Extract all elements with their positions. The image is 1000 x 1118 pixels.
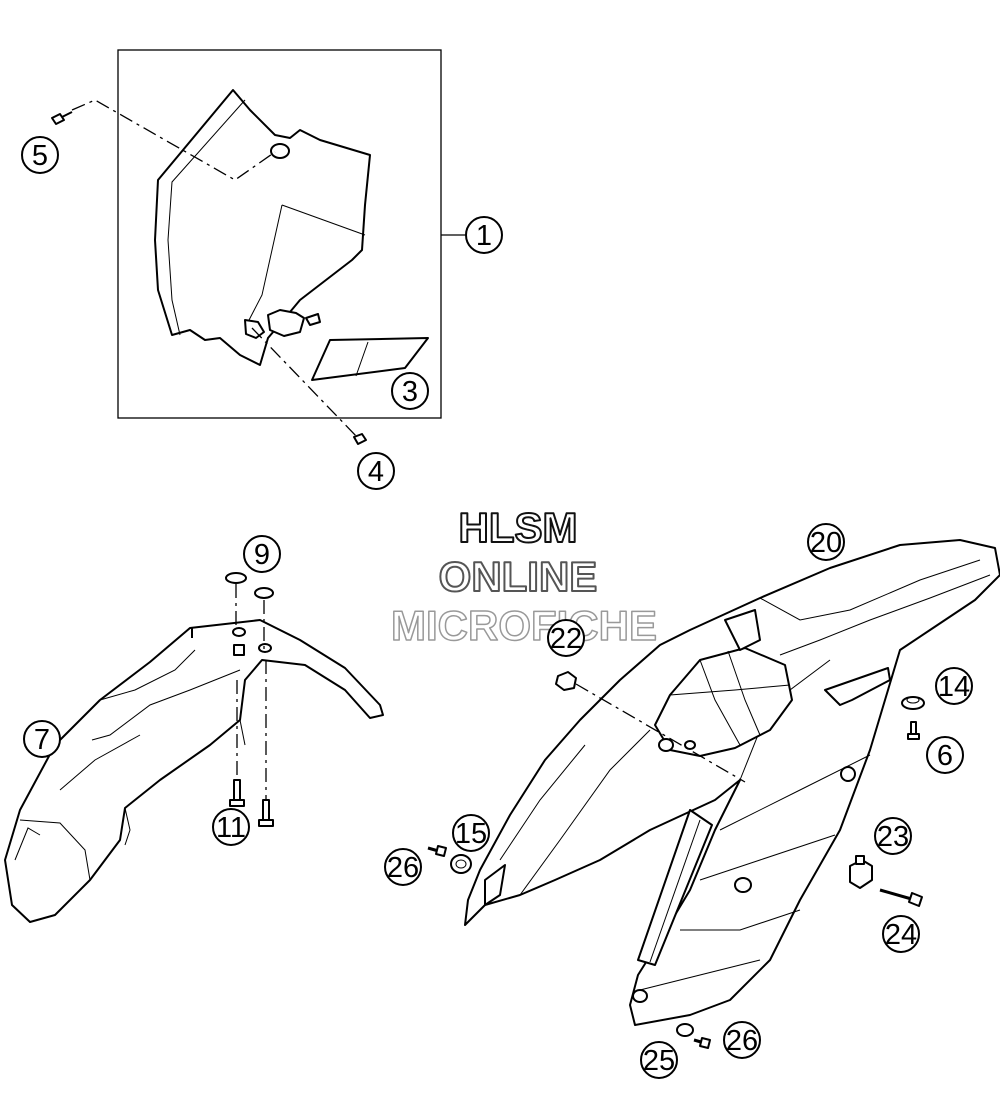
callouts: 1 3 4 5 6 7 9 11 14 15 20 22 23 24 25 26… [21, 136, 973, 1079]
screw-26a [427, 845, 447, 857]
callout-24: 24 [882, 915, 920, 953]
nut-23 [849, 855, 873, 889]
svg-text:26: 26 [387, 852, 419, 884]
watermark-line3: MICROFICHE [391, 602, 657, 649]
bolts-11 [229, 779, 274, 827]
screw-5 [51, 111, 73, 125]
screw-26b [693, 1037, 711, 1049]
svg-text:14: 14 [938, 671, 970, 703]
screw-4 [353, 433, 367, 445]
callout-6: 6 [926, 736, 964, 774]
leader-5 [71, 99, 276, 181]
screw-24 [879, 888, 923, 907]
svg-text:7: 7 [34, 724, 50, 756]
svg-text:6: 6 [937, 740, 953, 772]
callout-4: 4 [357, 452, 395, 490]
svg-text:22: 22 [550, 623, 582, 655]
washer-9b [254, 587, 274, 599]
grommet-15 [450, 854, 472, 874]
callout-9: 9 [243, 535, 281, 573]
washer-25 [676, 1023, 694, 1037]
svg-text:11: 11 [216, 812, 246, 844]
assembly-box [117, 49, 442, 419]
svg-text:20: 20 [810, 527, 842, 559]
svg-text:24: 24 [885, 919, 917, 951]
nut-22 [555, 671, 577, 691]
callout-11: 11 [212, 808, 250, 846]
callout-26b: 26 [723, 1021, 761, 1059]
svg-text:4: 4 [368, 456, 384, 488]
svg-text:26: 26 [726, 1025, 758, 1057]
callout-15: 15 [452, 814, 490, 852]
callout-5: 5 [21, 136, 59, 174]
callout-14: 14 [935, 667, 973, 705]
callout-22: 22 [547, 619, 585, 657]
svg-text:3: 3 [402, 376, 418, 408]
svg-text:1: 1 [476, 220, 492, 252]
callout-23: 23 [874, 817, 912, 855]
callout-3: 3 [391, 372, 429, 410]
callout-26a: 26 [384, 848, 422, 886]
front-fender [4, 619, 384, 923]
callout-7: 7 [23, 720, 61, 758]
svg-text:9: 9 [254, 539, 270, 571]
washer-9a [225, 572, 247, 584]
decal [311, 337, 429, 381]
svg-text:15: 15 [455, 818, 487, 850]
number-plate [154, 89, 371, 366]
watermark-line1: HLSM [459, 504, 578, 551]
svg-text:25: 25 [643, 1045, 675, 1077]
leader-4 [251, 327, 359, 439]
callout-25: 25 [640, 1041, 678, 1079]
rear-fender [464, 539, 1000, 1026]
watermark: HLSM ONLINE MICROFICHE [390, 503, 658, 650]
watermark-line2: ONLINE [439, 553, 598, 600]
screw-6 [907, 721, 920, 740]
svg-text:5: 5 [32, 140, 48, 172]
callout-1: 1 [465, 216, 503, 254]
callout-20: 20 [807, 523, 845, 561]
svg-text:23: 23 [877, 821, 909, 853]
